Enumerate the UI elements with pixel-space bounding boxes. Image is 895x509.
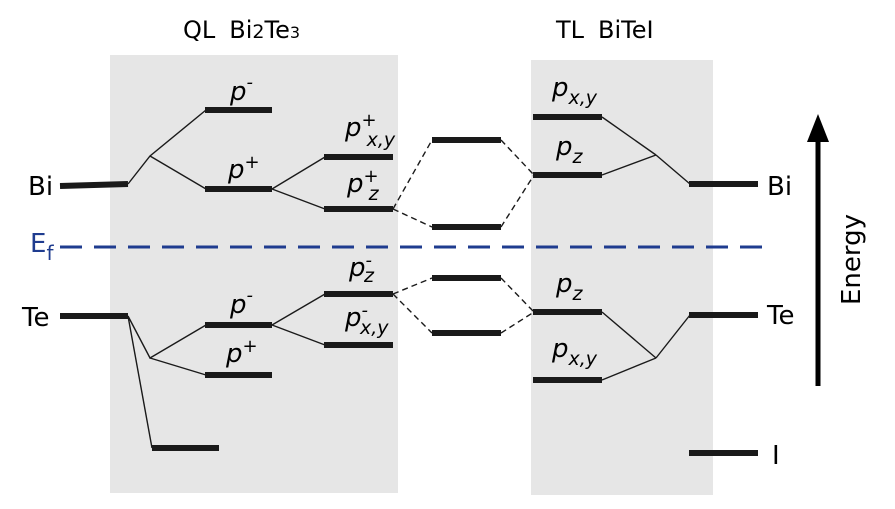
pminus-to-pxy-connector <box>271 324 326 346</box>
label-pxy-bitei-lower: px,y <box>551 334 598 370</box>
te-atomic-label-left: Te <box>21 303 49 333</box>
label-p-minus-upper: p- <box>229 72 253 107</box>
ql-panel-background <box>110 55 398 493</box>
dashed-connector-l3 <box>392 277 433 295</box>
pplus-to-pz-connector <box>271 188 326 210</box>
pz-to-bi-connector <box>601 154 657 176</box>
bi-to-pplus-connector <box>149 155 207 190</box>
bi-atomic-label-right: Bi <box>767 172 792 202</box>
pz-to-te-connector <box>601 311 657 359</box>
energy-axis-arrowhead <box>807 114 829 142</box>
pxy-to-bi-connector <box>601 116 657 156</box>
pxy-to-te-connector <box>601 357 657 381</box>
dashed-connector-l2 <box>392 208 433 228</box>
dashed-connector-l4 <box>392 293 433 334</box>
bi-atomic-label-left: Bi <box>28 172 53 202</box>
pplus-to-pxy-connector <box>271 156 326 190</box>
label-pz-bitei-lower: pz <box>555 269 584 305</box>
te-to-pplus-connector <box>149 357 207 376</box>
dashed-connector-l1 <box>392 139 433 210</box>
label-pxy-plus: p+x,y <box>344 110 396 151</box>
tl-panel-background <box>531 60 713 495</box>
dashed-connector-r4 <box>500 311 535 334</box>
te-to-low-level-connector <box>127 315 153 449</box>
label-pxy-bitei-upper: px,y <box>551 73 598 109</box>
dashed-connector-r3 <box>500 277 535 313</box>
energy-axis-label: Energy <box>837 214 867 305</box>
bi-level-left <box>59 181 129 189</box>
label-p-plus-upper: p+ <box>227 152 260 185</box>
bi-right-connector <box>655 154 691 185</box>
label-pz-minus: p-z <box>348 250 375 287</box>
te-right-connector <box>655 314 691 359</box>
label-pz-plus: p+z <box>346 166 380 205</box>
label-pxy-minus: p-x,y <box>344 300 389 339</box>
te-atomic-label-right: Te <box>766 301 794 331</box>
label-p-plus-lower: p+ <box>225 336 258 369</box>
dashed-connector-r1 <box>500 139 535 176</box>
pminus-to-pz-connector <box>271 293 326 326</box>
label-p-minus-lower: p- <box>229 285 253 320</box>
fermi-level-label: Ef <box>30 229 54 265</box>
i-atomic-label-right: I <box>772 441 780 471</box>
label-pz-bitei-upper: pz <box>555 132 584 168</box>
dashed-connector-r2 <box>500 174 535 228</box>
